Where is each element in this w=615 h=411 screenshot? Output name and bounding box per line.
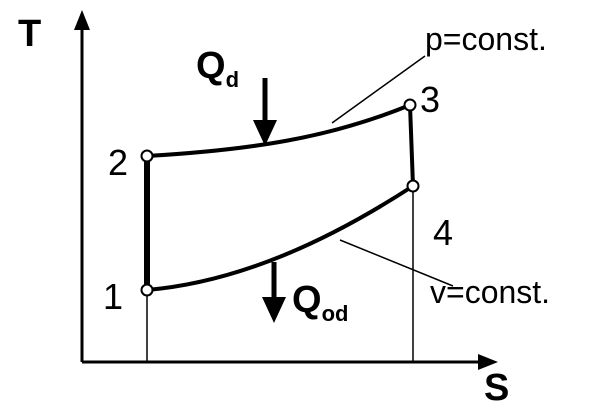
point-label-3: 3 — [420, 79, 440, 120]
isobar-leader — [331, 55, 426, 124]
isochore-label: v=const. — [430, 274, 550, 310]
process-3-4 — [408, 104, 415, 187]
isobar-label: p=const. — [425, 21, 547, 57]
process-4-1-isochore — [146, 184, 415, 292]
state-point-2 — [140, 149, 154, 163]
process-2-3-isobar — [146, 103, 411, 158]
t-axis-label: T — [18, 13, 41, 55]
heat-in-arrowhead — [253, 120, 277, 146]
point-label-4: 4 — [433, 212, 453, 253]
heat-out-label: Qod — [292, 279, 348, 326]
heat-in-label: Qd — [196, 45, 239, 92]
s-axis-label: S — [484, 367, 509, 409]
point-label-1: 1 — [103, 276, 123, 317]
point-label-2: 2 — [108, 142, 128, 183]
state-point-1 — [140, 283, 154, 297]
state-point-3 — [403, 98, 417, 112]
state-point-4 — [406, 179, 420, 193]
heat-out-arrowhead — [262, 297, 286, 323]
isochore-leader — [339, 239, 454, 287]
t-axis-arrowhead — [74, 10, 90, 30]
s-axis-arrowhead — [478, 354, 498, 370]
